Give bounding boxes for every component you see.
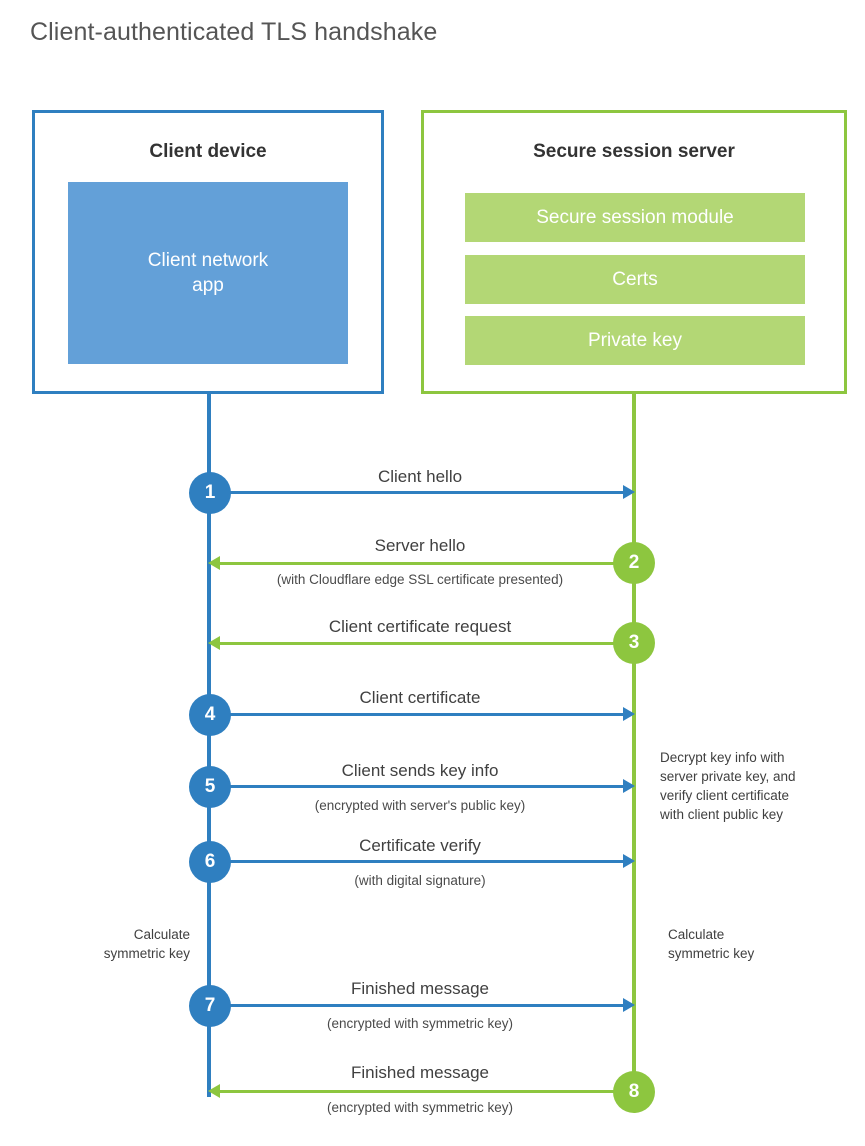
- server-bar-certs: Certs: [465, 255, 805, 304]
- step-7-sublabel: (encrypted with symmetric key): [326, 1016, 514, 1031]
- server-bar-secure-session-module: Secure session module: [465, 193, 805, 242]
- step-2-label: Server hello: [374, 536, 466, 555]
- step-5-circle[interactable]: 5: [189, 766, 231, 808]
- client-calculate-symmetric-key-note: Calculate symmetric key: [40, 925, 190, 963]
- step-5-sublabel: (encrypted with server's public key): [314, 798, 526, 813]
- step-7-label: Finished message: [351, 979, 489, 998]
- step-7-circle[interactable]: 7: [189, 985, 231, 1027]
- step-1-arrow-line: [209, 491, 624, 494]
- step-1-arrow-head: [623, 485, 635, 499]
- step-3-label: Client certificate request: [328, 617, 512, 636]
- client-device-title: Client device: [149, 141, 267, 162]
- client-app-label-line1: Client network: [147, 249, 269, 271]
- server-decrypt-note: Decrypt key info with server private key…: [660, 748, 845, 825]
- step-4-arrow-head: [623, 707, 635, 721]
- step-2-arrow-line: [220, 562, 634, 565]
- step-4-label: Client certificate: [359, 688, 481, 707]
- step-8-label: Finished message: [351, 1063, 489, 1082]
- step-6-circle[interactable]: 6: [189, 841, 231, 883]
- step-8-arrow-line: [220, 1090, 634, 1093]
- step-2-sublabel: (with Cloudflare edge SSL certificate pr…: [276, 572, 564, 587]
- server-calculate-symmetric-key-note: Calculate symmetric key: [668, 925, 838, 963]
- server-decrypt-note-line3: verify client certificate: [660, 788, 790, 804]
- client-calc-note-line2: symmetric key: [103, 946, 190, 962]
- server-calc-note-line2: symmetric key: [668, 946, 755, 962]
- step-6-arrow-line: [209, 860, 624, 863]
- step-4-arrow-line: [209, 713, 624, 716]
- step-3-arrow-head: [208, 636, 220, 650]
- client-device-box: Client device Client network app: [32, 110, 384, 394]
- step-5-arrow-head: [623, 779, 635, 793]
- client-calc-note-line1: Calculate: [133, 927, 190, 942]
- step-7-arrow-head: [623, 998, 635, 1012]
- client-lifeline: [207, 391, 211, 1097]
- server-decrypt-note-line4: with client public key: [660, 807, 784, 823]
- server-decrypt-note-line2: server private key, and: [660, 769, 796, 785]
- step-2-arrow-head: [208, 556, 220, 570]
- step-1-label: Client hello: [377, 467, 463, 486]
- step-8-arrow-head: [208, 1084, 220, 1098]
- step-5-arrow-line: [209, 785, 624, 788]
- server-decrypt-note-line1: Decrypt key info with: [660, 750, 785, 765]
- server-lifeline: [632, 391, 636, 1094]
- step-3-arrow-line: [220, 642, 634, 645]
- step-1-circle[interactable]: 1: [189, 472, 231, 514]
- server-calc-note-line1: Calculate: [668, 927, 725, 942]
- client-app-label-line2: app: [192, 275, 224, 296]
- client-network-app-block: Client network app: [68, 182, 348, 364]
- step-6-label: Certificate verify: [359, 836, 481, 855]
- step-3-circle[interactable]: 3: [613, 622, 655, 664]
- step-6-sublabel: (with digital signature): [354, 873, 486, 888]
- step-2-circle[interactable]: 2: [613, 542, 655, 584]
- step-8-circle[interactable]: 8: [613, 1071, 655, 1113]
- step-8-sublabel: (encrypted with symmetric key): [326, 1100, 514, 1115]
- step-7-arrow-line: [209, 1004, 624, 1007]
- step-4-circle[interactable]: 4: [189, 694, 231, 736]
- secure-session-server-box: Secure session server Secure session mod…: [421, 110, 847, 394]
- secure-session-server-title: Secure session server: [533, 141, 735, 162]
- page-title: Client-authenticated TLS handshake: [30, 18, 438, 46]
- step-5-label: Client sends key info: [341, 761, 499, 780]
- step-6-arrow-head: [623, 854, 635, 868]
- server-bar-private-key: Private key: [465, 316, 805, 365]
